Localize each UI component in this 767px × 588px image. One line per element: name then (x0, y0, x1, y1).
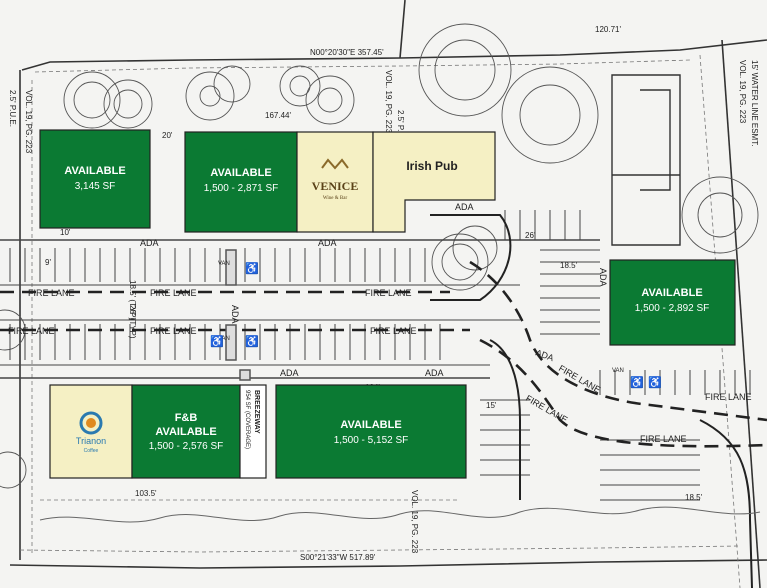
fire-lane-label-3: FIRE LANE (365, 288, 412, 298)
bearing-bottom-label: S00°21'33"W 517.89' (300, 553, 376, 562)
pue-mid-label: 2.5' P.U.E. (396, 110, 405, 147)
dim-167-label: 167.44' (265, 111, 291, 120)
ada-label-1: ADA (140, 238, 159, 248)
dim-18-label-2: 18.5' (685, 493, 703, 502)
breezeway-coverage: 954 SF (COVERAGE) (244, 390, 250, 449)
unit-d-size: 1,500 - 2,576 SF (149, 441, 224, 452)
fire-lane-label-8: FIRE LANE (705, 392, 752, 402)
unit-d-fb-available[interactable]: F&B AVAILABLE 1,500 - 2,576 SF (131, 384, 241, 479)
vol-bottom-label: VOL. 19, PG. 223 (410, 490, 419, 554)
unit-a-size: 3,145 SF (75, 181, 116, 192)
accessible-icon-2: ♿ (245, 335, 259, 348)
accessible-parking-icons: ♿ ♿ ♿ ♿ ♿ (210, 262, 662, 389)
dim-26-label: 26' (525, 231, 536, 240)
breezeway-title: BREEZEWAY (253, 390, 260, 434)
unit-d-title: AVAILABLE (155, 426, 216, 438)
unit-c-title: AVAILABLE (641, 287, 702, 299)
venice-crown-logo (321, 158, 349, 170)
tenant-irish-pub[interactable]: Irish Pub (372, 131, 496, 233)
bearing-top-label: N00°20'30"E 357.45' (310, 48, 384, 57)
dim-18typ-label: 18.5' (TYP) (128, 280, 137, 321)
dim-103-label: 103.5' (135, 489, 157, 498)
venice-brand-text: VENICE (312, 179, 359, 193)
fire-lane-label-5: FIRE LANE (150, 326, 197, 336)
tenant-trianon-coffee[interactable]: Trianon Coffee (49, 384, 133, 479)
ada-label-6: ADA (598, 268, 608, 287)
van-label-1: VAN (218, 261, 230, 267)
dim-20-label: 20' (162, 131, 173, 140)
dim-9-label: 9' (45, 258, 51, 267)
unit-e-available[interactable]: AVAILABLE 1,500 - 5,152 SF (275, 384, 467, 479)
ada-label-4: ADA (280, 368, 299, 378)
ada-label-5: ADA (425, 368, 444, 378)
dim-120-label: 120.71' (595, 25, 621, 34)
fire-lane-label-7: FIRE LANE (640, 434, 687, 444)
unit-b-size: 1,500 - 2,871 SF (204, 183, 279, 194)
irish-pub-label: Irish Pub (406, 159, 457, 173)
trianon-sub-text: Coffee (84, 448, 99, 454)
vol-mid-label: VOL. 19, PG. 223 (384, 70, 393, 134)
fire-lane-label-1: FIRE LANE (28, 288, 75, 298)
fire-lane-label-2: FIRE LANE (150, 288, 197, 298)
landscape-line (39, 506, 761, 523)
venice-sub-text: Wine & Bar (323, 196, 348, 201)
accessible-icon-1: ♿ (245, 262, 259, 275)
van-label-3: VAN (612, 368, 624, 374)
pue-left-label: 2.5' P.U.E. (8, 90, 17, 127)
unit-a-available[interactable]: AVAILABLE 3,145 SF (39, 129, 151, 229)
tenant-venice[interactable]: VENICE Wine & Bar (296, 131, 374, 233)
van-label-2: VAN (218, 336, 230, 342)
property-boundary (9, 0, 767, 588)
dim-15-label: 15' (486, 401, 497, 410)
ada-label-2: ADA (318, 238, 337, 248)
unit-c-size: 1,500 - 2,892 SF (635, 303, 710, 314)
water-esmt-label: 15' WATER LINE ESMT. (750, 60, 759, 146)
existing-building (611, 74, 681, 246)
breezeway: BREEZEWAY 954 SF (COVERAGE) (239, 384, 267, 479)
tree-canopies (0, 23, 759, 489)
vol-right-label: VOL. 19, PG. 223 (738, 60, 747, 124)
accessible-icon-5: ♿ (648, 376, 662, 389)
ada-label-3: ADA (455, 202, 474, 212)
vol-left-label: VOL. 19, PG. 223 (24, 90, 33, 154)
accessible-icon-4: ♿ (630, 376, 644, 389)
trianon-brand-text: Trianon (76, 436, 106, 446)
unit-d-line1: F&B (175, 412, 198, 424)
accessible-icon-3: ♿ (210, 335, 224, 348)
unit-e-title: AVAILABLE (340, 419, 401, 431)
dim-18-label: 18.5' (560, 261, 578, 270)
fire-lane-label-6: FIRE LANE (370, 326, 417, 336)
dim-10-label: 10' (60, 228, 71, 237)
unit-c-available[interactable]: AVAILABLE 1,500 - 2,892 SF (609, 259, 736, 346)
striped-islands (225, 249, 251, 381)
unit-b-title: AVAILABLE (210, 167, 271, 179)
unit-a-title: AVAILABLE (64, 165, 125, 177)
unit-b-available[interactable]: AVAILABLE 1,500 - 2,871 SF (184, 131, 298, 233)
ada-label-7: ADA (230, 305, 240, 324)
unit-e-size: 1,500 - 5,152 SF (334, 435, 409, 446)
fire-lane-label-4: FIRE LANE (8, 326, 55, 336)
dim-28typ-label: 28' (TYP) (128, 305, 137, 339)
trianon-logo-icon (79, 411, 103, 435)
